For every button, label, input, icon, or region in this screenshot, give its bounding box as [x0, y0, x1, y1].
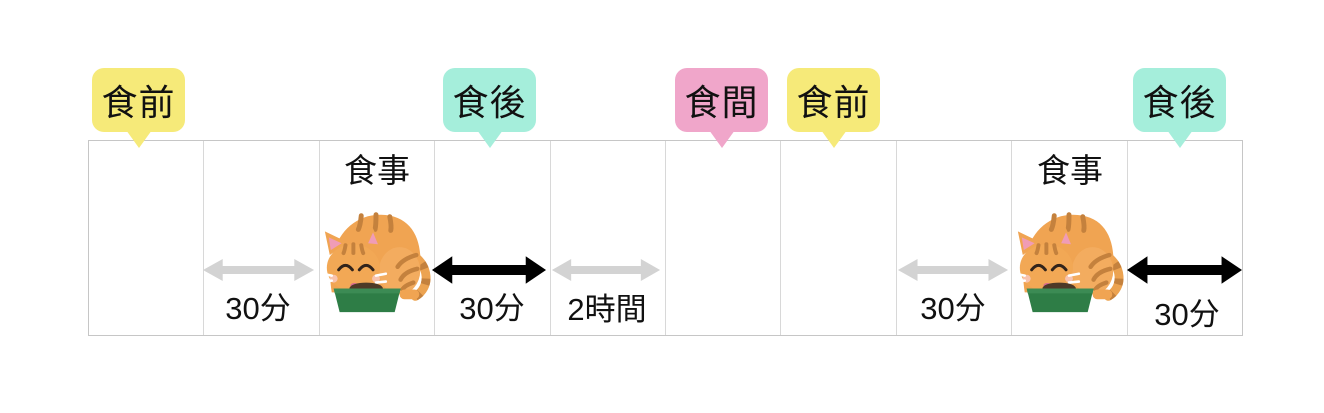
bubble-text: 食後 — [452, 82, 527, 123]
meal-label-2: 食事 — [1037, 152, 1103, 189]
bubble-text: 食前 — [796, 82, 871, 123]
bubble-tail — [1166, 130, 1193, 148]
double-headed-arrow-icon — [551, 259, 661, 281]
cat-eating-from-bowl-icon — [1013, 212, 1124, 313]
timeline-cell — [781, 141, 897, 335]
bubble-text: 食後 — [1142, 82, 1217, 123]
timeline-cell — [204, 141, 320, 335]
label-bubble-before-meal-2: 食前 — [787, 68, 880, 148]
label-bubble-before-meal-1: 食前 — [92, 68, 185, 148]
double-headed-arrow-icon — [202, 259, 315, 281]
bubble-tail — [476, 130, 503, 148]
bubble-text: 食間 — [684, 82, 759, 123]
interval-label-30min-1: 30分 — [225, 291, 291, 326]
double-headed-arrow-icon — [897, 259, 1009, 281]
interval-label-2hours: 2時間 — [567, 292, 647, 327]
timeline-cell — [666, 141, 782, 335]
meal-label-1: 食事 — [344, 152, 410, 189]
timeline-cell — [435, 141, 551, 335]
interval-label-30min-4: 30分 — [1154, 297, 1220, 332]
label-bubble-after-meal-2: 食後 — [1133, 68, 1226, 148]
bubble-tail — [820, 130, 847, 148]
interval-label-30min-2: 30分 — [459, 291, 525, 326]
label-bubble-after-meal-1: 食後 — [443, 68, 536, 148]
interval-label-30min-3: 30分 — [920, 291, 986, 326]
cat-eating-from-bowl-icon — [320, 212, 431, 313]
timeline-cell — [897, 141, 1013, 335]
bubble-tail — [708, 130, 735, 148]
bubble-tail — [125, 130, 152, 148]
timeline-cell — [551, 141, 667, 335]
double-headed-arrow-icon — [1126, 256, 1243, 284]
timeline-cell — [1012, 141, 1128, 335]
label-bubble-between-meals: 食間 — [675, 68, 768, 148]
timeline-cell — [320, 141, 436, 335]
bubble-text: 食前 — [101, 82, 176, 123]
timeline-cell — [89, 141, 205, 335]
double-headed-arrow-icon — [431, 256, 547, 284]
